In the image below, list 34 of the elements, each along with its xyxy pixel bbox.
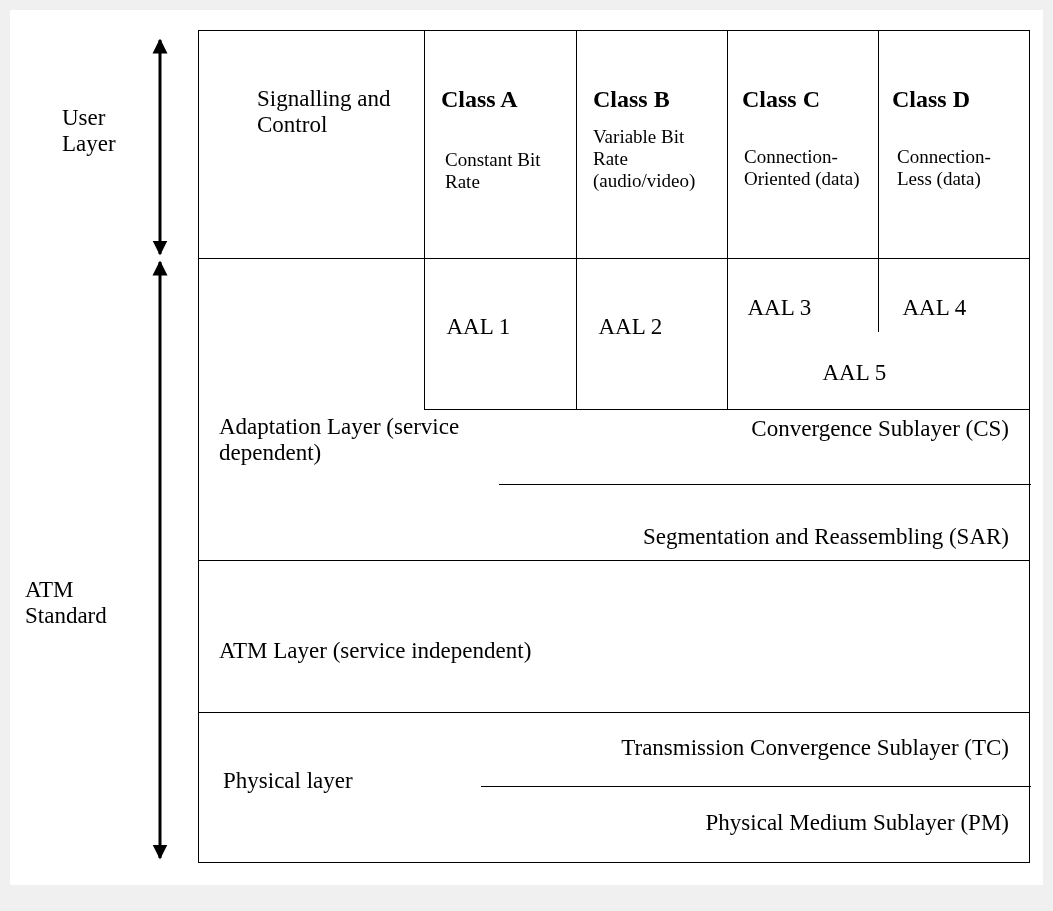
adaptation-layer-band: [198, 258, 1030, 562]
atm-layer-band: [198, 560, 1030, 714]
layer-label: User Layer: [62, 105, 117, 158]
physical-layer-band: [198, 712, 1030, 863]
sublayer-name: Convergence Sublayer (CS): [750, 416, 1009, 443]
class-title: Class D: [892, 86, 971, 114]
class-description: Connection-Oriented (data): [744, 146, 861, 190]
aal-column: [575, 257, 729, 410]
layer-label: ATM Standard: [25, 577, 108, 630]
class-title: Class C: [742, 86, 821, 114]
class-title: Class B: [593, 86, 671, 114]
layer-name: ATM Layer (service independent): [219, 638, 533, 665]
class-description: Connection-Less (data): [897, 146, 992, 190]
class-column: [727, 30, 880, 260]
layer-name: Physical layer: [223, 768, 354, 795]
class-column: [198, 30, 426, 260]
aal-column: [726, 331, 1030, 410]
class-column: [878, 30, 1030, 260]
sublayer-name: Segmentation and Reassembling (SAR): [641, 524, 1009, 551]
aal-column: [423, 257, 578, 410]
aal-name: AAL 2: [598, 313, 664, 340]
class-title: Class A: [441, 86, 519, 114]
aal-name: AAL 5: [822, 359, 888, 386]
sublayer-name: Physical Medium Sublayer (PM): [704, 810, 1009, 837]
class-description: Variable Bit Rate (audio/video): [593, 126, 697, 192]
layer-name: Adaptation Layer (service dependent): [219, 414, 461, 467]
aal-name: AAL 3: [747, 294, 813, 321]
aal-name: AAL 1: [446, 313, 512, 340]
class-column: [576, 30, 729, 260]
sublayer-name: Transmission Convergence Sublayer (TC): [620, 735, 1009, 762]
class-description: Constant Bit Rate: [445, 149, 542, 193]
aal-name: AAL 4: [902, 294, 968, 321]
layer-name: Signalling and Control: [257, 86, 392, 139]
class-column: [424, 30, 578, 260]
